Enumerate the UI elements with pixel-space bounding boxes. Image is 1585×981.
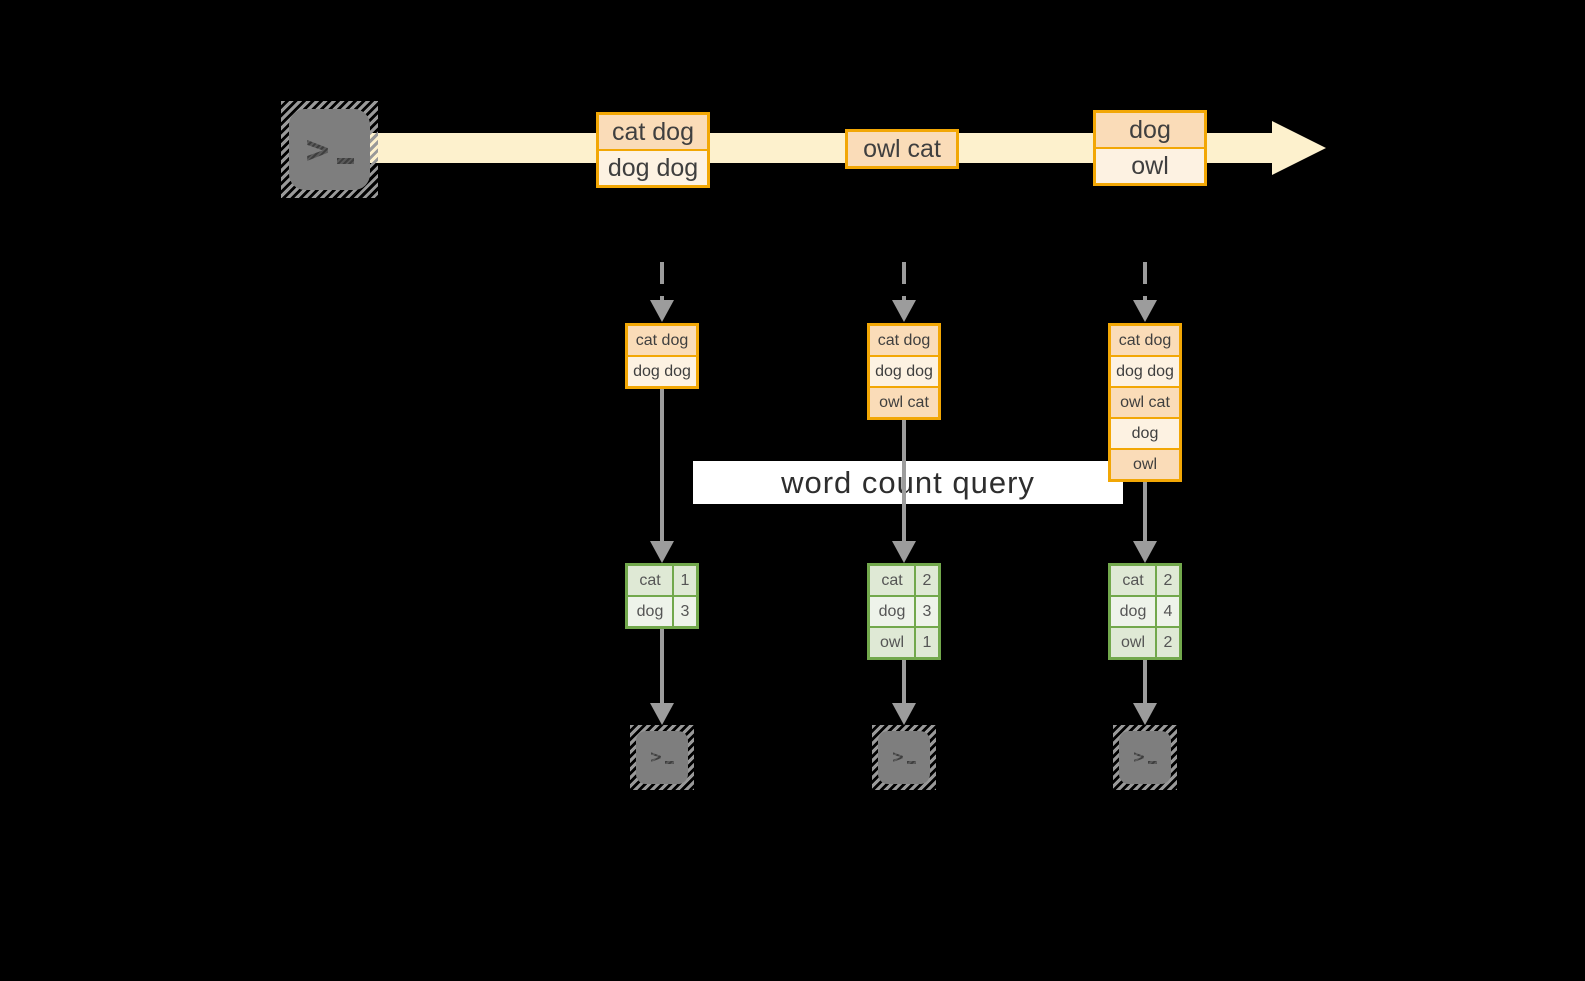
input-row: dog dog <box>628 357 696 386</box>
arrow-head-icon <box>650 541 674 563</box>
output-arrow-3 <box>1133 660 1157 725</box>
arrow-head-icon <box>892 703 916 725</box>
stream-arrow-head-icon <box>1272 121 1326 175</box>
input-row: cat dog <box>1111 326 1179 355</box>
input-row: dog <box>1111 419 1179 448</box>
input-row: owl cat <box>1111 388 1179 417</box>
result-word: dog <box>628 597 672 626</box>
query-arrow-1 <box>650 389 674 563</box>
result-word: dog <box>1111 597 1155 626</box>
result-count: 2 <box>1157 628 1179 657</box>
input-row: dog dog <box>1111 357 1179 386</box>
trigger-arrow-1 <box>650 262 674 322</box>
arrow-shaft <box>902 420 906 541</box>
input-table-1: cat dog dog dog <box>625 323 699 389</box>
trigger-arrow-2 <box>892 262 916 322</box>
arrow-head-icon <box>892 541 916 563</box>
input-row: owl <box>1111 450 1179 479</box>
result-word: cat <box>870 566 914 595</box>
result-count: 1 <box>916 628 938 657</box>
result-count: 2 <box>916 566 938 595</box>
terminal-screen: > <box>1119 731 1171 784</box>
arrow-head-icon <box>892 300 916 322</box>
result-word: owl <box>870 628 914 657</box>
result-row: dog 4 <box>1111 597 1179 626</box>
terminal-prompt-icon: > <box>650 746 662 768</box>
result-count: 4 <box>1157 597 1179 626</box>
terminal-cursor-icon <box>664 760 674 764</box>
input-row: cat dog <box>628 326 696 355</box>
arrow-shaft <box>660 629 664 703</box>
terminal-source-screen: > <box>289 109 370 190</box>
arrow-shaft <box>660 262 664 300</box>
query-label: word count query <box>693 461 1123 504</box>
terminal-output-1-icon: > <box>630 725 694 790</box>
result-row: cat 2 <box>1111 566 1179 595</box>
arrow-shaft <box>902 660 906 703</box>
result-count: 1 <box>674 566 696 595</box>
stream-record: dog <box>1096 113 1204 147</box>
result-row: dog 3 <box>870 597 938 626</box>
result-word: cat <box>628 566 672 595</box>
terminal-cursor-icon <box>336 157 354 164</box>
result-table-2: cat 2 dog 3 owl 1 <box>867 563 941 660</box>
result-row: cat 2 <box>870 566 938 595</box>
input-table-3: cat dog dog dog owl cat dog owl <box>1108 323 1182 482</box>
terminal-prompt-icon: > <box>305 126 330 173</box>
output-arrow-2 <box>892 660 916 725</box>
input-row: cat dog <box>870 326 938 355</box>
arrow-head-icon <box>1133 300 1157 322</box>
terminal-source-icon: > <box>281 101 378 198</box>
result-row: dog 3 <box>628 597 696 626</box>
arrow-shaft <box>1143 262 1147 300</box>
input-row: dog dog <box>870 357 938 386</box>
stream-record: dog dog <box>599 151 707 185</box>
terminal-screen: > <box>636 731 688 784</box>
result-row: owl 1 <box>870 628 938 657</box>
query-arrow-2 <box>892 420 916 563</box>
stream-record: cat dog <box>599 115 707 149</box>
terminal-prompt-icon: > <box>1133 746 1145 768</box>
result-count: 3 <box>674 597 696 626</box>
result-count: 3 <box>916 597 938 626</box>
query-arrow-3 <box>1133 482 1157 563</box>
terminal-cursor-icon <box>1147 760 1157 764</box>
stream-batch-3: dog owl <box>1093 110 1207 186</box>
trigger-arrow-3 <box>1133 262 1157 322</box>
arrow-head-icon <box>650 300 674 322</box>
stream-record: owl <box>1096 149 1204 183</box>
terminal-screen: > <box>878 731 930 784</box>
stream-record: owl cat <box>848 132 956 166</box>
terminal-cursor-icon <box>906 760 916 764</box>
result-word: owl <box>1111 628 1155 657</box>
result-table-1: cat 1 dog 3 <box>625 563 699 629</box>
arrow-shaft <box>1143 660 1147 703</box>
result-row: cat 1 <box>628 566 696 595</box>
arrow-head-icon <box>1133 703 1157 725</box>
result-word: dog <box>870 597 914 626</box>
input-row: owl cat <box>870 388 938 417</box>
arrow-head-icon <box>1133 541 1157 563</box>
arrow-shaft <box>902 262 906 300</box>
arrow-head-icon <box>650 703 674 725</box>
result-table-3: cat 2 dog 4 owl 2 <box>1108 563 1182 660</box>
arrow-shaft <box>1143 482 1147 541</box>
arrow-shaft <box>660 389 664 541</box>
result-row: owl 2 <box>1111 628 1179 657</box>
stream-batch-1: cat dog dog dog <box>596 112 710 188</box>
result-word: cat <box>1111 566 1155 595</box>
result-count: 2 <box>1157 566 1179 595</box>
terminal-prompt-icon: > <box>892 746 904 768</box>
input-table-2: cat dog dog dog owl cat <box>867 323 941 420</box>
stream-batch-2: owl cat <box>845 129 959 169</box>
output-arrow-1 <box>650 629 674 725</box>
terminal-output-2-icon: > <box>872 725 936 790</box>
terminal-output-3-icon: > <box>1113 725 1177 790</box>
